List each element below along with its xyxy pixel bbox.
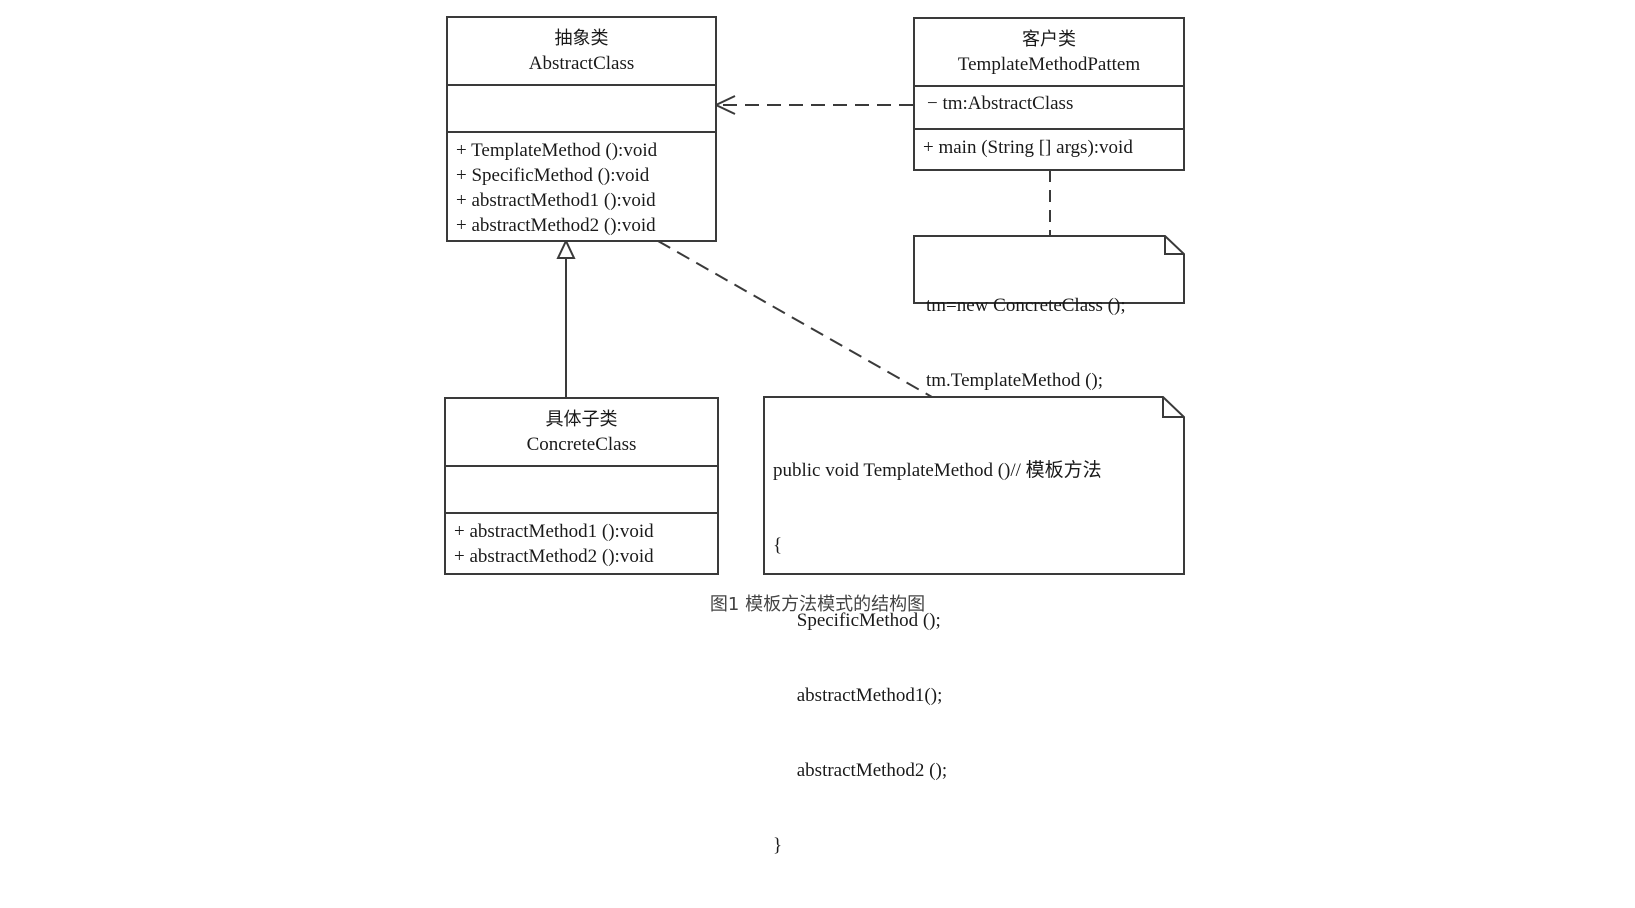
client-class-box: 客户类 TemplateMethodPattem − tm:AbstractCl… bbox=[913, 17, 1185, 171]
template-note-fold bbox=[1162, 397, 1184, 418]
uml-diagram: 抽象类 AbstractClass + TemplateMethod ():vo… bbox=[444, 16, 1185, 856]
connectors-layer bbox=[556, 95, 1185, 575]
abstract-class-box: 抽象类 AbstractClass + TemplateMethod ():vo… bbox=[446, 16, 717, 242]
client-class-name-cn: 客户类 bbox=[1022, 29, 1076, 50]
operation: + main (String [] args):void bbox=[923, 137, 1133, 158]
abstract-class-operations: + TemplateMethod ():void + SpecificMetho… bbox=[448, 133, 715, 238]
operation: + abstractMethod2 ():void bbox=[456, 215, 656, 236]
template-note-frame bbox=[763, 396, 1185, 575]
concrete-class-operations: + abstractMethod1 ():void + abstractMeth… bbox=[446, 514, 717, 569]
note-line: { bbox=[773, 535, 783, 556]
concrete-class-name-en: ConcreteClass bbox=[526, 434, 637, 455]
concrete-class-box: 具体子类 ConcreteClass + abstractMethod1 ():… bbox=[444, 397, 719, 575]
client-class-operations: + main (String [] args):void bbox=[915, 130, 1183, 160]
abstract-class-name-cn: 抽象类 bbox=[554, 28, 609, 49]
operation: + abstractMethod2 ():void bbox=[454, 546, 654, 567]
abstract-class-attributes bbox=[448, 86, 715, 133]
operation: + TemplateMethod ():void bbox=[456, 140, 658, 161]
note-line: } bbox=[773, 835, 783, 856]
note-line: abstractMethod1(); bbox=[773, 685, 943, 706]
abstract-class-header: 抽象类 AbstractClass bbox=[448, 18, 715, 86]
operation: + SpecificMethod ():void bbox=[456, 165, 650, 186]
client-note-fold bbox=[1164, 236, 1184, 255]
note-line: public void TemplateMethod ()// 模板方法 bbox=[773, 460, 1102, 481]
client-class-header: 客户类 TemplateMethodPattem bbox=[915, 19, 1183, 87]
attribute: − tm:AbstractClass bbox=[927, 93, 1074, 114]
client-class-name-en: TemplateMethodPattem bbox=[957, 54, 1141, 75]
client-note: tm=new ConcreteClass (); tm.TemplateMeth… bbox=[926, 243, 1126, 443]
concrete-class-attributes bbox=[446, 467, 717, 514]
template-note-link bbox=[657, 240, 933, 398]
figure-caption: 图1 模板方法模式的结构图 bbox=[709, 594, 926, 615]
note-line: abstractMethod2 (); bbox=[773, 760, 948, 781]
client-note-frame bbox=[913, 235, 1185, 304]
operation: + abstractMethod1 ():void bbox=[454, 521, 654, 542]
operation: + abstractMethod1 ():void bbox=[456, 190, 656, 211]
concrete-class-header: 具体子类 ConcreteClass bbox=[446, 399, 717, 467]
concrete-class-name-cn: 具体子类 bbox=[545, 409, 618, 430]
client-class-attributes: − tm:AbstractClass bbox=[915, 87, 1183, 130]
template-note: public void TemplateMethod ()// 模板方法 { S… bbox=[773, 408, 1102, 908]
note-line: SpecificMethod (); bbox=[773, 610, 941, 631]
note-line: tm=new ConcreteClass (); bbox=[926, 295, 1126, 316]
abstract-class-name-en: AbstractClass bbox=[528, 53, 635, 74]
generalization-arrowhead bbox=[556, 238, 576, 259]
note-line: tm.TemplateMethod (); bbox=[926, 370, 1104, 391]
